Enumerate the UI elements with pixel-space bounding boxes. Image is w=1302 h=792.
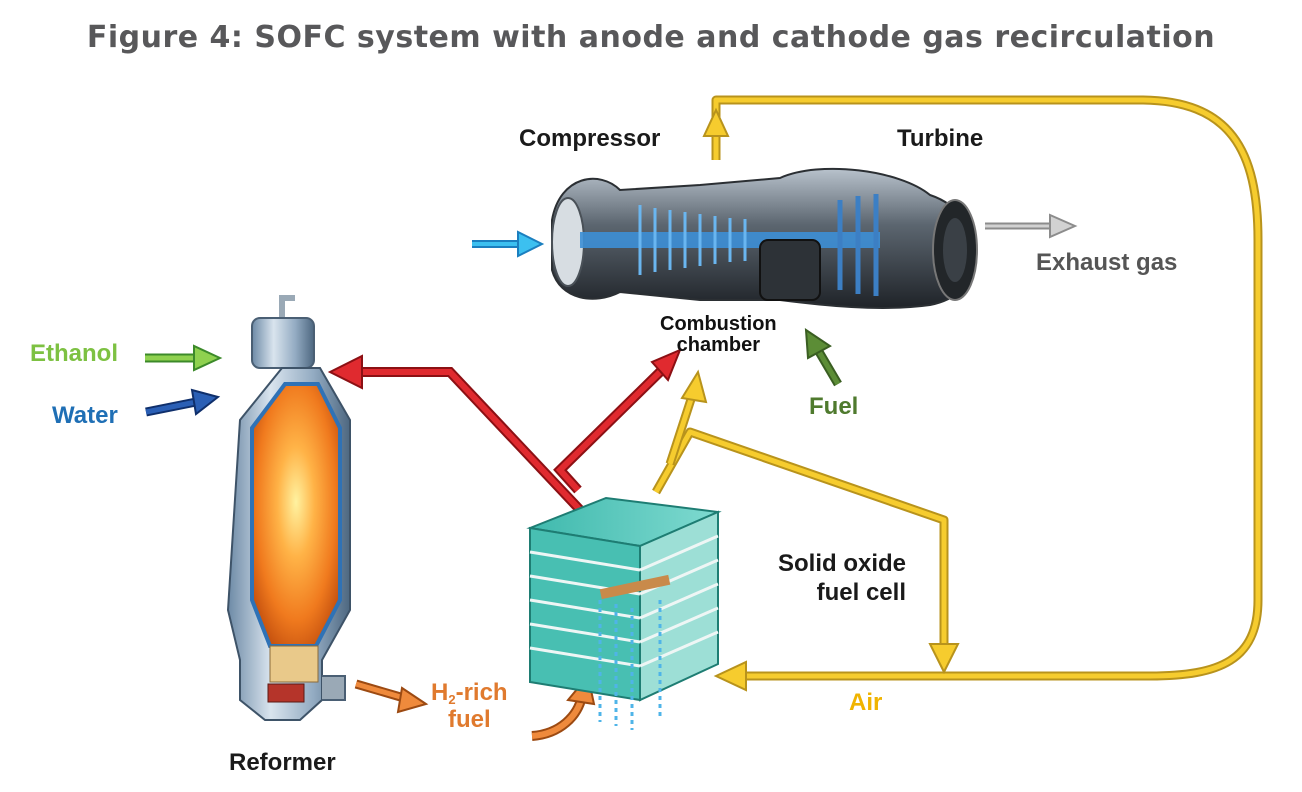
reformer-label: Reformer	[229, 749, 336, 776]
air-arrow-to-stack	[713, 660, 747, 692]
stack-side	[639, 510, 719, 702]
air-label: Air	[849, 689, 883, 716]
ethanol-arrow	[145, 344, 223, 372]
water-arrow	[145, 388, 221, 417]
air-arrow-combustor	[680, 369, 708, 404]
gas-turbine	[551, 167, 978, 309]
reformer-catalyst-bed	[269, 645, 319, 683]
air-arrow-up-compressor	[702, 107, 730, 137]
fuel-arrow	[804, 328, 842, 387]
stack-flow-lines	[598, 600, 662, 730]
h2-subscript: 2	[448, 692, 456, 707]
red-arrow-to-combustor	[650, 348, 682, 382]
reformer-top-pipe	[279, 295, 295, 320]
h2-fuel-arrow	[354, 679, 429, 714]
reformer	[226, 295, 351, 721]
h2-rich-line1: H2-rich	[431, 680, 508, 707]
fuel-label: Fuel	[809, 393, 859, 420]
combustion-chamber-line1: Combustion	[660, 313, 777, 335]
anode-recirculation	[360, 366, 666, 516]
stack-electrode	[599, 574, 671, 600]
combustion-can	[759, 239, 821, 301]
h2-rich-fuel-label: H2-rich fuel	[431, 680, 508, 732]
h2-rich-line2: fuel	[447, 705, 491, 733]
exhaust-gas-label: Exhaust gas	[1036, 249, 1178, 276]
turbine-label: Turbine	[897, 125, 984, 152]
compressor-blades	[638, 205, 747, 275]
combustion-chamber-line2: chamber	[676, 334, 761, 356]
compressor-label: Compressor	[519, 125, 661, 152]
reformer-burner	[267, 683, 305, 703]
compressor-inlet	[551, 197, 585, 287]
reformer-outlet	[322, 675, 346, 701]
sofc-label-line2: fuel cell	[816, 578, 906, 606]
reformer-core	[250, 382, 342, 648]
exhaust-arrow	[985, 213, 1078, 239]
air-return-pipe-highlight	[713, 97, 1261, 679]
air-arrow-down	[928, 643, 960, 675]
h2-prefix: H	[431, 679, 449, 706]
air-loop	[652, 95, 1263, 681]
h2-suffix: -rich	[455, 679, 508, 706]
air-intake-arrow	[472, 230, 545, 258]
ethanol-label: Ethanol	[30, 340, 118, 367]
page-title: Figure 4: SOFC system with anode and cat…	[86, 20, 1216, 55]
reformer-head	[251, 317, 315, 369]
sofc-label: Solid oxide fuel cell	[760, 550, 906, 608]
red-arrow-to-reformer	[327, 354, 363, 390]
sofc-label-line1: Solid oxide	[777, 550, 906, 577]
turbine-blades	[837, 194, 879, 296]
sofc-stack	[526, 496, 722, 730]
water-label: Water	[52, 402, 118, 429]
combustion-chamber-label: Combustion chamber	[660, 314, 777, 356]
